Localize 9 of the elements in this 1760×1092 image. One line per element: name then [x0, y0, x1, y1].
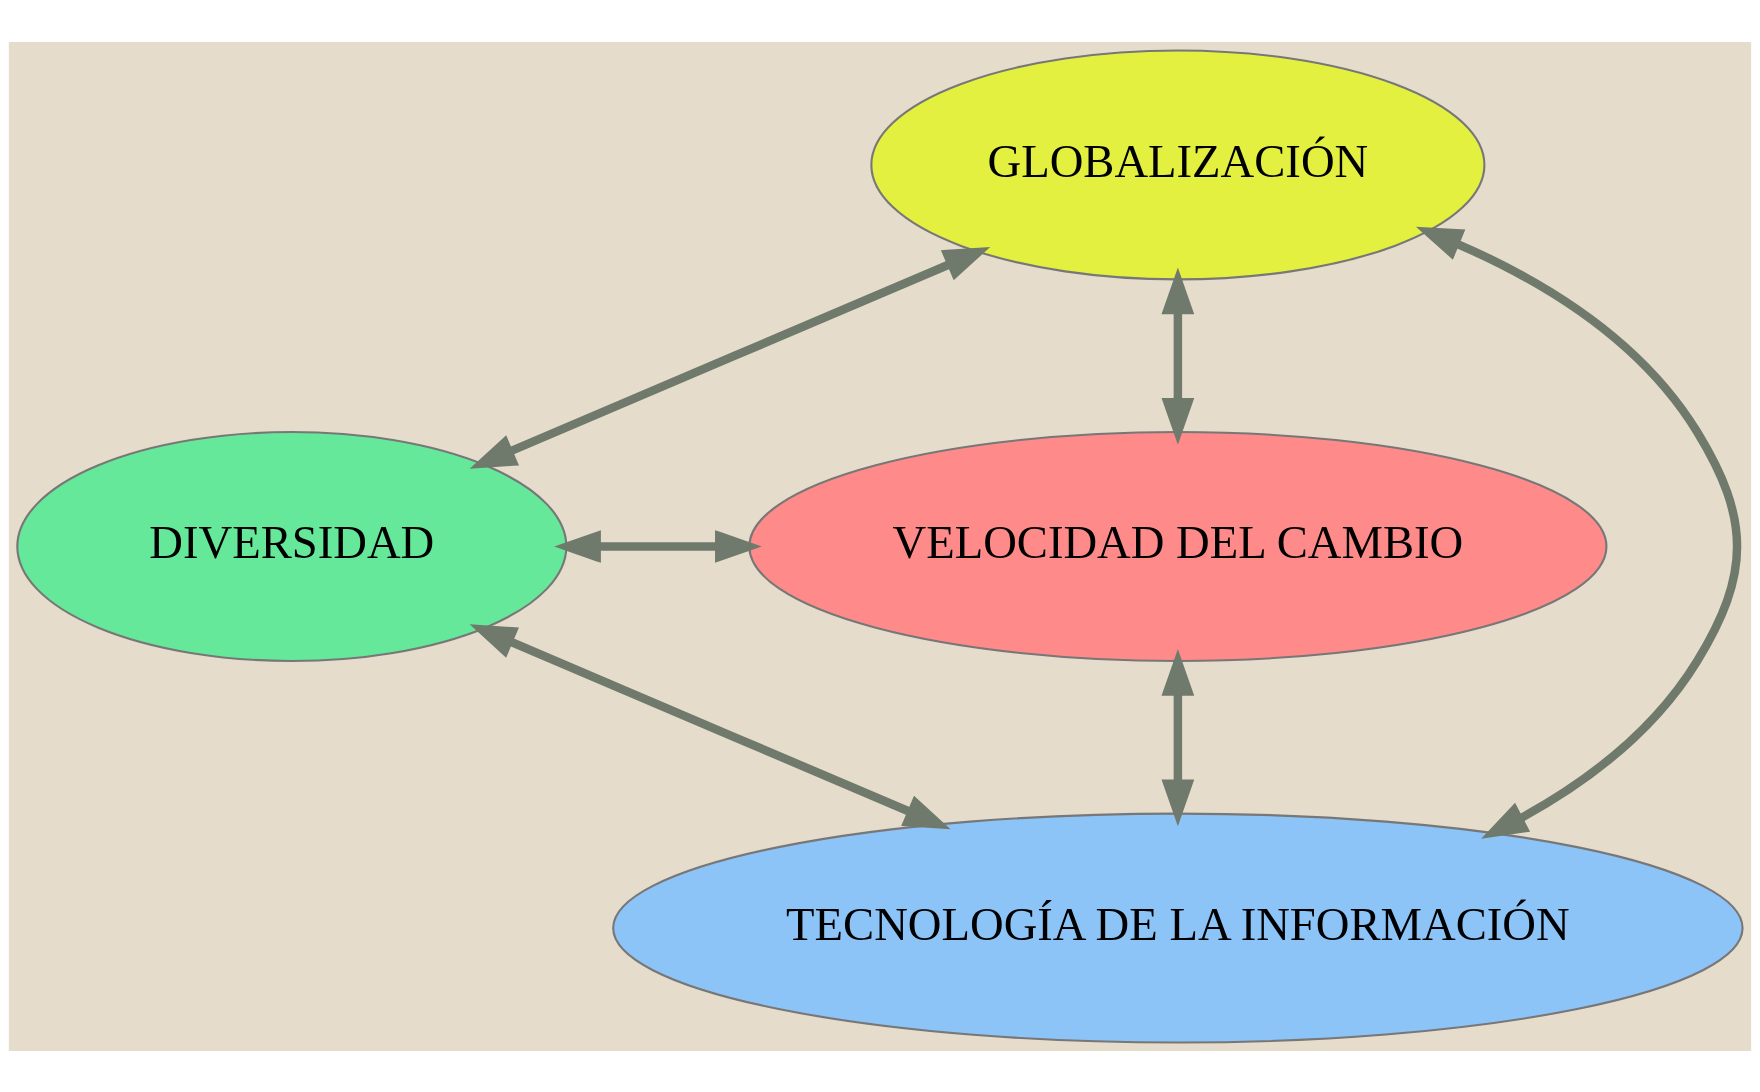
node-ellipse: VELOCIDAD DEL CAMBIO [748, 430, 1608, 662]
arrow [469, 623, 951, 829]
node-ellipse: TECNOLOGÍA DE LA INFORMACIÓN [612, 812, 1744, 1044]
arrow [554, 529, 762, 563]
arrow [469, 246, 991, 469]
arrow [1415, 226, 1742, 839]
arrow [1161, 648, 1195, 826]
node-ellipse: DIVERSIDAD [16, 430, 568, 662]
arrow [1161, 266, 1195, 445]
